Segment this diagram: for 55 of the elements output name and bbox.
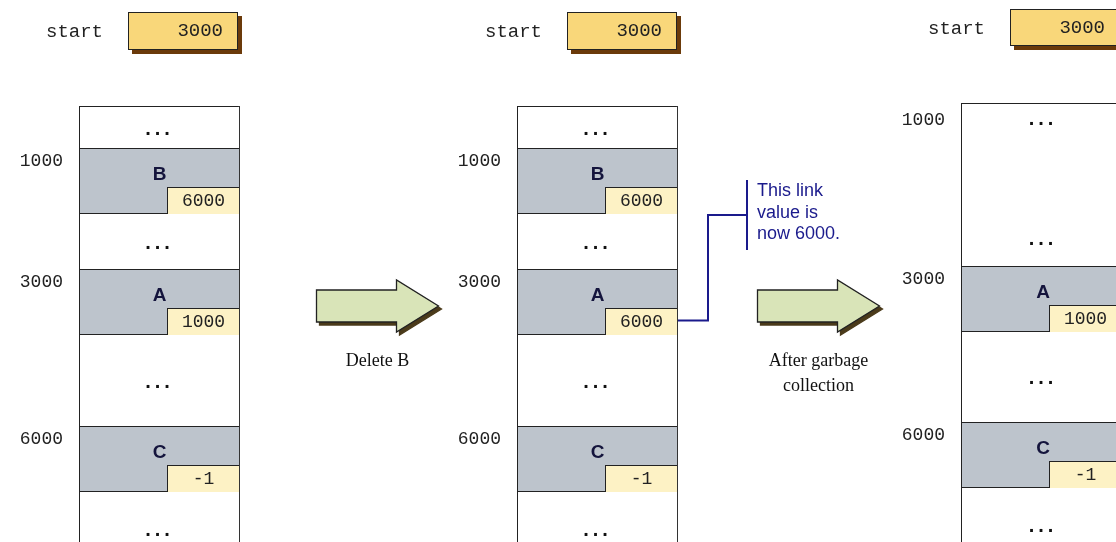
block-name: B <box>589 163 606 185</box>
address-label: 6000 <box>901 425 945 445</box>
link-field: 6000 <box>605 187 677 214</box>
block-arrow <box>756 278 881 334</box>
memory-cell <box>80 107 239 149</box>
memory-cell <box>518 335 677 427</box>
callout-note: This link value is now 6000. <box>746 180 854 250</box>
leader-line <box>675 214 747 322</box>
link-field: -1 <box>605 465 677 492</box>
variable-name: start <box>928 18 985 40</box>
address-label: 6000 <box>19 429 63 449</box>
address-label: 3000 <box>901 269 945 289</box>
memory-cell <box>80 214 239 270</box>
link-field: -1 <box>167 465 239 492</box>
pointer-value: 3000 <box>616 20 662 42</box>
edge-label: After garbage collection <box>767 349 870 398</box>
ellipsis: ... <box>145 231 174 252</box>
ellipsis: ... <box>583 519 612 539</box>
address-label: 1000 <box>19 151 63 171</box>
ellipsis: ... <box>583 117 612 138</box>
pointer-value: 3000 <box>1059 16 1105 39</box>
address-label: 3000 <box>457 272 501 292</box>
link-field: -1 <box>1049 461 1116 488</box>
memory-cell <box>80 335 239 427</box>
pointer-value: 3000 <box>177 20 223 42</box>
ellipsis: ... <box>145 117 174 138</box>
ellipsis: ... <box>1028 515 1058 535</box>
block-name: C <box>589 441 606 463</box>
address-label: 3000 <box>19 272 63 292</box>
ellipsis: ... <box>583 231 612 252</box>
address-label: 6000 <box>457 429 501 449</box>
edge-label: Delete B <box>344 349 411 372</box>
address-label: 1000 <box>457 151 501 171</box>
variable-name: start <box>485 21 542 43</box>
address-label: 1000 <box>901 110 945 130</box>
block-name: C <box>151 441 168 463</box>
block-name: A <box>1035 281 1051 303</box>
block-name: C <box>1035 437 1051 459</box>
memory-cell <box>518 214 677 270</box>
ellipsis: ... <box>145 370 174 391</box>
memory-cell <box>518 107 677 149</box>
ellipsis: ... <box>583 370 612 391</box>
link-field: 6000 <box>605 308 677 335</box>
ellipsis: ... <box>1028 108 1058 128</box>
link-field: 1000 <box>1049 305 1116 332</box>
block-arrow <box>315 278 440 334</box>
ellipsis: ... <box>145 519 174 539</box>
link-field: 1000 <box>167 308 239 335</box>
ellipsis: ... <box>1028 228 1058 248</box>
block-name: B <box>151 163 168 185</box>
ellipsis: ... <box>1028 367 1058 387</box>
variable-name: start <box>46 21 103 43</box>
block-name: A <box>151 284 168 306</box>
link-field: 6000 <box>167 187 239 214</box>
block-name: A <box>589 284 606 306</box>
